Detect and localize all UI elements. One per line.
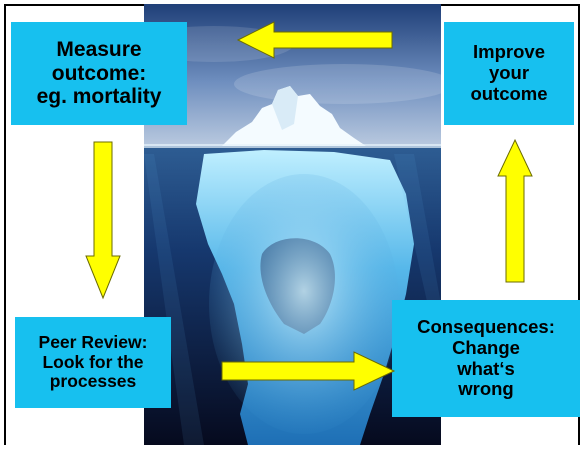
arrow-left-icon — [236, 20, 394, 60]
arrow-right-icon — [220, 350, 396, 392]
consequences-label: Consequences: Change what‘s wrong — [417, 316, 555, 400]
consequences-box: Consequences: Change what‘s wrong — [392, 300, 580, 417]
measure-outcome-box: Measure outcome: eg. mortality — [11, 22, 187, 125]
peer-review-label: Peer Review: Look for the processes — [38, 332, 148, 392]
improve-outcome-label: Improve your outcome — [470, 41, 548, 104]
improve-outcome-box: Improve your outcome — [444, 22, 574, 125]
peer-review-box: Peer Review: Look for the processes — [15, 317, 171, 408]
arrow-down-icon — [84, 140, 122, 300]
measure-outcome-label: Measure outcome: eg. mortality — [36, 38, 162, 109]
arrow-up-icon — [496, 138, 534, 284]
